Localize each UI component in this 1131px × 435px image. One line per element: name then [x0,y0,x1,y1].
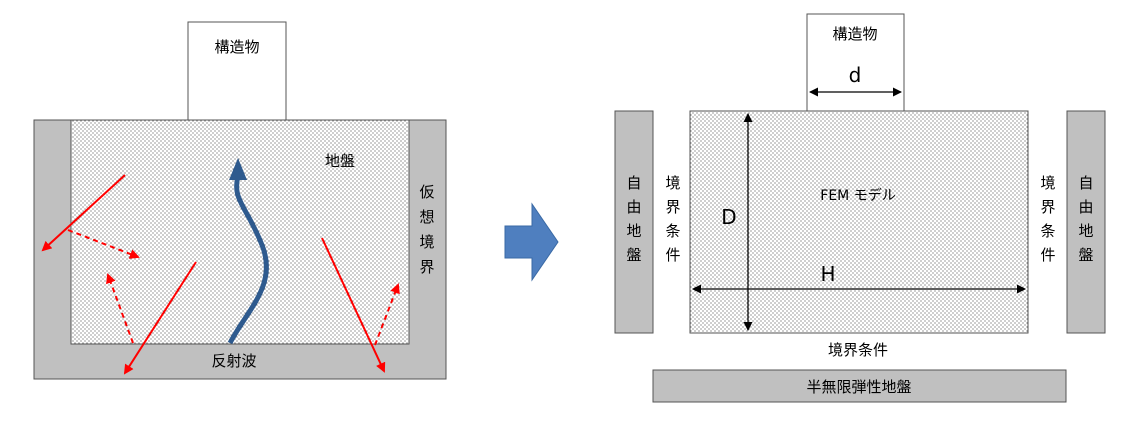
right-diagram: 構造物 d FEM モデル D H 自 由 地 盤 境 界 条 件 境 界 [614,13,1106,403]
fgl-char-3: 地 [626,222,641,240]
left-diagram: 構造物 地盤 仮 想 境 界 反射波 [33,21,447,380]
halfspace-ground [652,369,1067,403]
depth-label: D [721,205,736,229]
incident-arrow-2 [123,261,197,375]
incident-arrow-1 [41,174,126,252]
bl-char-4: 件 [665,246,680,264]
br-char-2: 界 [1040,198,1055,216]
reflected-arrow-1 [67,229,140,259]
boundary-bottom-label: 境界条件 [828,341,888,359]
fem-model-label: FEM モデル [820,187,895,204]
upward-wave-arrow [227,158,269,345]
vb-char-3: 境 [419,233,434,251]
vb-char-2: 想 [419,208,434,226]
bl-char-2: 界 [665,198,680,216]
fgr-char-2: 由 [1078,198,1093,216]
fgr-char-4: 盤 [1078,246,1093,264]
halfspace-label: 半無限弾性地盤 [806,378,911,396]
structure-label: 構造物 [214,38,259,56]
structure-box [187,21,287,121]
fgr-char-3: 地 [1078,222,1093,240]
fgl-char-2: 由 [626,198,641,216]
br-char-1: 境 [1040,174,1055,192]
reflected-wave-label: 反射波 [211,352,256,370]
width-label: d [849,63,862,87]
reflected-arrow-2 [106,273,134,344]
wave-arrows [41,174,400,375]
fgl-char-4: 盤 [626,246,641,264]
bl-char-1: 境 [665,174,680,192]
fgl-char-1: 自 [626,174,641,192]
vb-char-1: 仮 [419,183,434,201]
ground-area [70,119,410,345]
reflected-arrow-3 [374,283,400,346]
ground-label: 地盤 [325,152,355,170]
boundary-left-label: 境 界 条 件 [665,174,680,264]
height-label: H [820,262,835,286]
boundary-right-label: 境 界 条 件 [1040,174,1055,264]
free-ground-left [614,110,654,334]
structure-label-right: 構造物 [832,25,877,43]
free-ground-right [1066,110,1106,334]
br-char-3: 条 [1040,222,1055,240]
incident-arrow-3 [321,237,386,373]
fgr-char-1: 自 [1078,174,1093,192]
virtual-boundary-label: 仮 想 境 界 [419,183,434,276]
br-char-4: 件 [1040,246,1055,264]
transform-arrow-icon [504,202,559,282]
vb-char-4: 界 [419,258,434,276]
fem-model-area [689,110,1029,334]
free-ground-left-label: 自 由 地 盤 [626,174,641,264]
bl-char-3: 条 [665,222,680,240]
free-ground-right-label: 自 由 地 盤 [1078,174,1093,264]
